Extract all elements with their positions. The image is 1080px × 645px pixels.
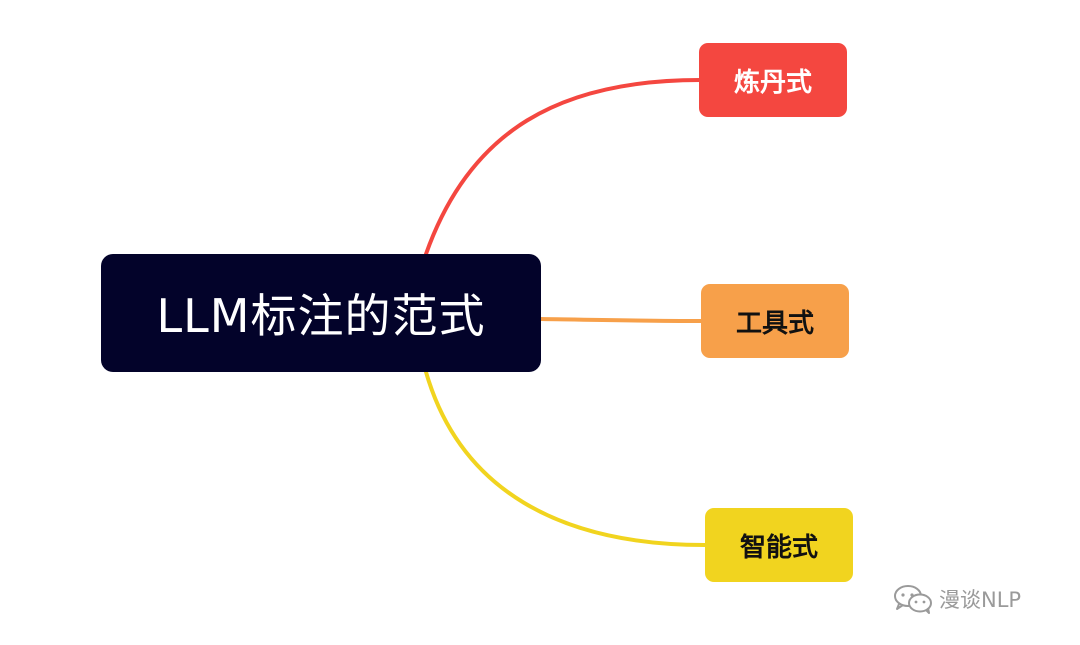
- watermark-text: 漫谈NLP: [939, 588, 1022, 612]
- branch-topic-label: 工具式: [735, 308, 814, 339]
- watermark: 漫谈NLP: [893, 582, 1021, 616]
- branch-topic-label: 炼丹式: [733, 67, 812, 98]
- branch-topic-label: 智能式: [739, 532, 818, 563]
- branch-topic[interactable]: 炼丹式: [699, 43, 847, 117]
- connector-branch-2: [424, 370, 707, 547]
- central-topic-label: LLM标注的范式: [156, 289, 486, 343]
- wechat-icon: [893, 584, 933, 614]
- branch-topic[interactable]: 智能式: [705, 508, 853, 582]
- central-topic[interactable]: LLM标注的范式: [101, 254, 541, 372]
- connector-branch-0: [424, 78, 702, 256]
- connector-branch-1: [539, 317, 703, 323]
- branch-topic[interactable]: 工具式: [701, 284, 849, 358]
